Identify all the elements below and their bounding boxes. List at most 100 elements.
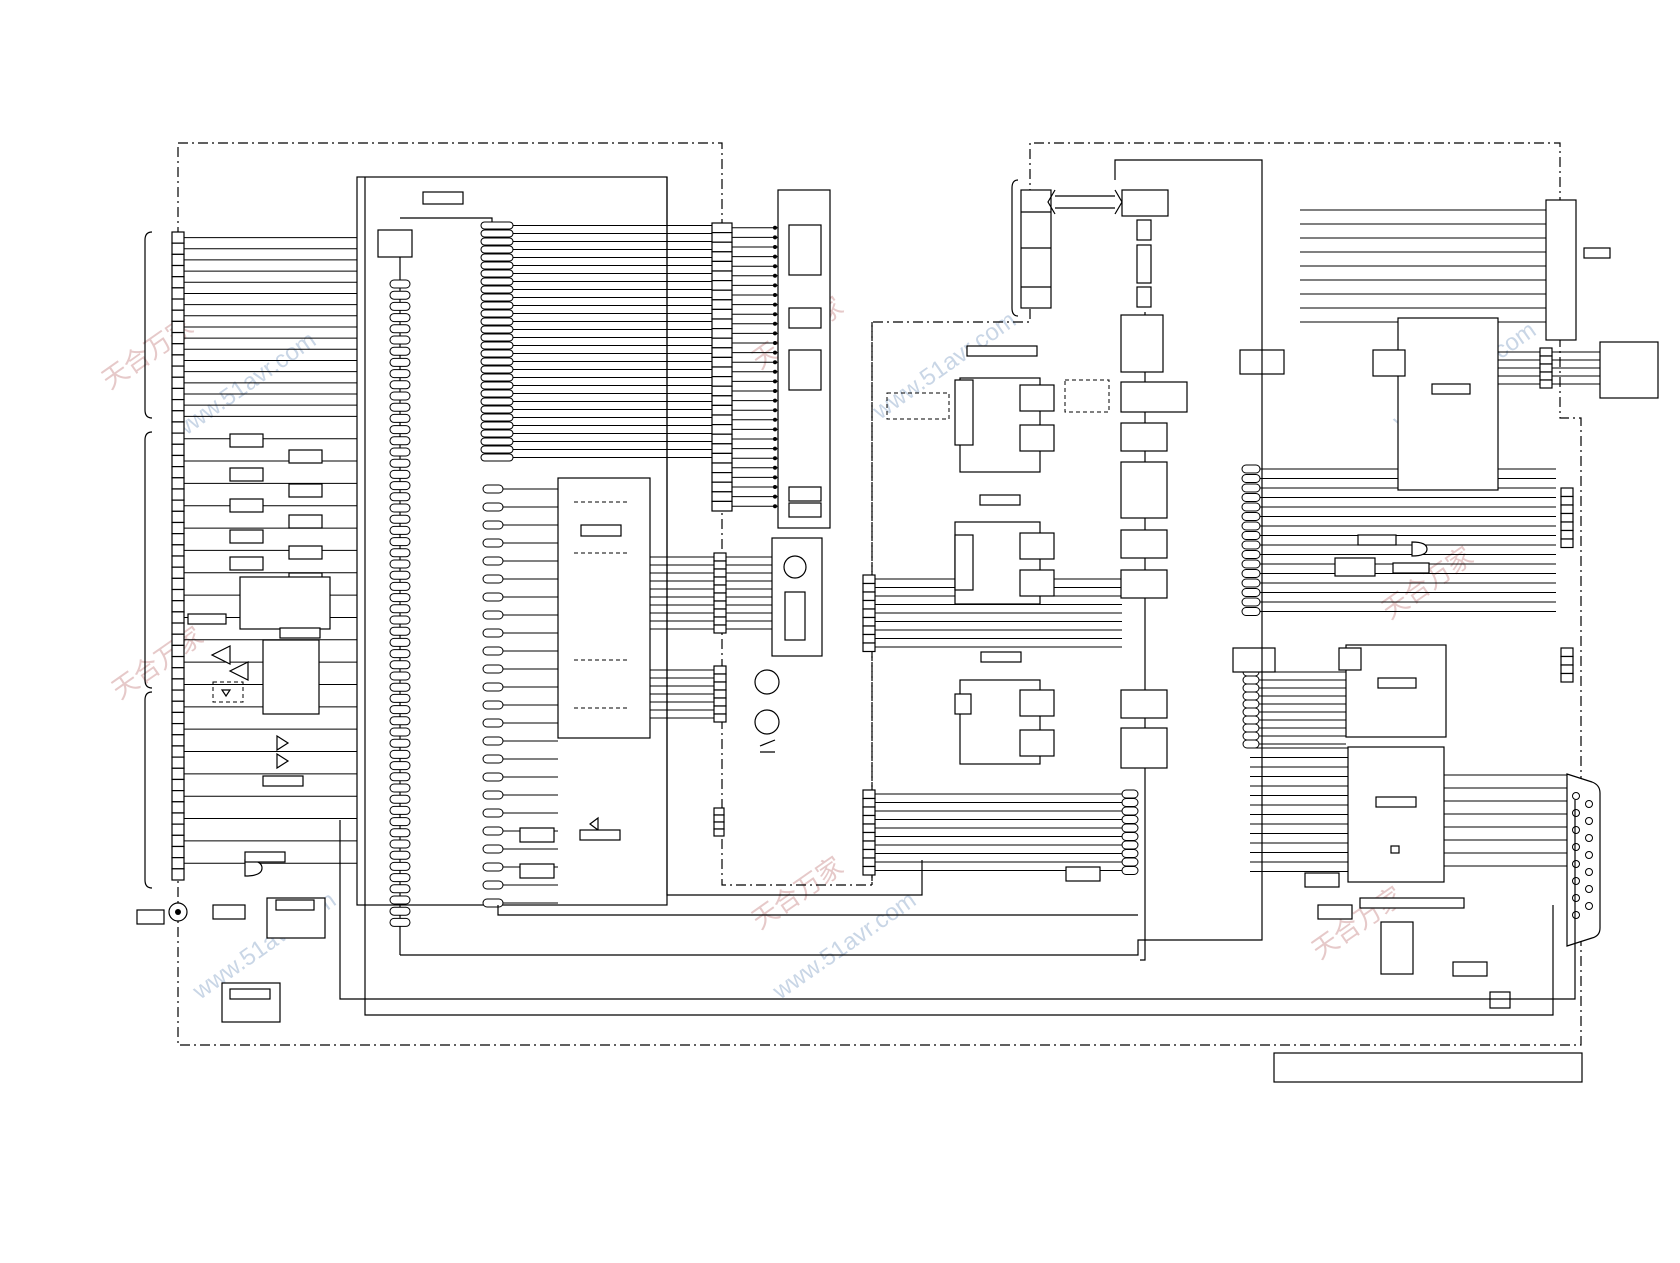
main-ic-right-pad <box>480 453 514 462</box>
center-strip-pad <box>1121 857 1139 867</box>
main-ic-left-pad <box>389 301 411 311</box>
mid-connector-dot <box>773 417 777 422</box>
dsub-pins <box>1572 792 1593 919</box>
mid-connector-dot <box>773 225 777 230</box>
bottom-wire-3 <box>339 800 1576 1000</box>
right-ic-pad <box>1241 569 1261 578</box>
left-ic-b <box>262 639 320 715</box>
left-connector-pin <box>171 745 185 758</box>
brace-mid <box>144 431 153 689</box>
center-strip-lower-pin <box>862 823 876 834</box>
mid-connector-pin <box>711 491 733 502</box>
main-ic-lower-pad <box>482 898 504 908</box>
dsub-pin <box>1585 800 1593 808</box>
right-ic-pad <box>1241 540 1261 550</box>
left-resistor-b <box>288 545 323 560</box>
left-connector-pin <box>171 790 185 803</box>
main-ic-left-pad <box>389 660 411 670</box>
main-ic-lower-pad <box>482 610 504 620</box>
gate-label <box>244 851 286 863</box>
main-ic-right-pad <box>480 253 514 262</box>
jack-label-box <box>136 909 165 925</box>
left-connector-pin <box>171 231 185 244</box>
watermark-cn-4: 天合万家 <box>746 851 848 935</box>
mid-connector-motor-pin <box>713 681 727 691</box>
main-ic-left-pad <box>389 906 411 916</box>
main-ic-right-pad <box>480 277 514 286</box>
mid-connector-motor-pin <box>713 713 727 723</box>
left-connector-pin <box>171 454 185 468</box>
mid-connector-bottom-pin <box>713 828 725 837</box>
left-label-c <box>262 775 304 787</box>
main-ic-lower-pad <box>482 646 504 656</box>
mid-connector-pin <box>711 424 733 435</box>
mid-connector-pin <box>711 251 733 263</box>
right-side-pin-2 <box>1560 672 1574 683</box>
dsub-pin <box>1585 868 1593 876</box>
main-ic-right-pad <box>480 429 514 438</box>
main-ic-left-pad <box>389 369 411 379</box>
main-ic-left-pad <box>389 805 411 815</box>
lock-icon <box>1390 845 1400 854</box>
dsub-pin <box>1572 809 1580 817</box>
main-ic-right-pad <box>480 325 514 334</box>
center-strip-pin <box>862 625 876 636</box>
right-ic-pad <box>1241 531 1261 540</box>
main-ic-right-pad <box>480 397 514 406</box>
mid-connector-lower-pin <box>713 576 727 586</box>
mid-connector-dot <box>773 360 777 365</box>
main-ic-lower-pad <box>482 808 504 818</box>
mid-connector-pin <box>711 452 733 464</box>
left-connector-pin <box>171 488 185 501</box>
left-connector-pin <box>171 264 185 278</box>
center-strip-pad <box>1121 832 1139 841</box>
mid-connector-dot <box>773 321 777 326</box>
left-connector-pin <box>171 700 185 714</box>
mid-connector-lower-pin <box>713 600 727 610</box>
sub-module-1-dash-a <box>886 392 950 420</box>
mid-connector-lower-pin <box>713 616 727 626</box>
center-block-4 <box>1120 461 1168 519</box>
left-connector-pin <box>171 622 185 635</box>
main-ic-left-pad <box>389 861 411 871</box>
sub-module-2-chip <box>954 534 974 591</box>
right-ic-pad <box>1241 607 1261 616</box>
mid-connector-dot <box>773 475 777 480</box>
main-ic-left-pad <box>389 839 411 849</box>
main-ic-left-pad <box>389 581 411 591</box>
right-gate-icon <box>1411 541 1428 557</box>
main-ic-left-pad <box>389 671 411 681</box>
main-ic-right-pad <box>480 389 514 398</box>
dsub-pin <box>1572 877 1580 885</box>
right-ic2-pad <box>1242 739 1260 749</box>
main-ic-lower-pad <box>482 844 504 854</box>
mid-connector-dot <box>773 437 777 441</box>
mid-connector-dot <box>773 312 777 317</box>
left-board-frame <box>177 142 1582 1046</box>
main-ic-left-pad <box>389 637 411 647</box>
left-connector-pin <box>171 812 185 825</box>
main-ic-lower-pad <box>482 502 504 512</box>
right-ic2-pad <box>1242 675 1260 685</box>
mid-connector-pin <box>711 404 733 416</box>
mid-connector-dot <box>773 293 777 297</box>
mid-connector-pin <box>711 337 733 349</box>
right-ic2-pad <box>1242 683 1260 693</box>
main-ic-left-pad <box>389 570 411 580</box>
right-ic-pad <box>1241 597 1261 607</box>
main-ic-right-pad <box>480 445 514 454</box>
mid-connector-pin <box>711 308 733 320</box>
mid-buffer-icon <box>589 816 599 832</box>
center-strip-pin <box>862 633 876 644</box>
main-ic-right-pad <box>480 373 514 382</box>
mid-connector-motor-pin <box>713 697 727 707</box>
main-ic-cpu-block <box>377 229 413 258</box>
center-stack <box>862 209 1600 876</box>
center-strip-lower-pin <box>862 848 876 859</box>
main-ic-left-pad <box>389 727 411 737</box>
left-connector-pin <box>171 387 185 401</box>
mid-connector-pin <box>711 270 733 282</box>
main-ic-right-pad <box>480 357 514 366</box>
right-small-block-1 <box>1334 557 1376 577</box>
left-connector-pin <box>171 477 185 490</box>
